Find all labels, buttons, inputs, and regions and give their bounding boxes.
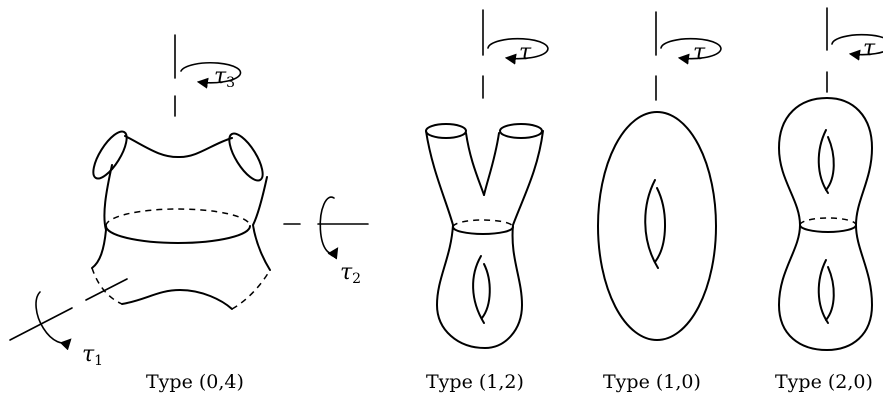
rotation-axis-tau3 (174, 34, 242, 117)
boundary-circle (228, 132, 264, 182)
caption-type-1-2: Type (1,2) (426, 371, 524, 393)
caption-type-1-0: Type (1,0) (603, 371, 701, 393)
tau-label-type-2-0: τ (863, 36, 876, 61)
handle-hole (825, 266, 835, 321)
handle-hole (817, 129, 829, 194)
rotation-arrow (319, 196, 339, 260)
boundary-circle (425, 123, 467, 139)
caption-type-2-0: Type (2,0) (775, 371, 873, 393)
rotation-axis-tau (826, 7, 883, 93)
surface-outline (425, 130, 544, 349)
tau3-label: τ3 (214, 64, 236, 91)
torus-outline (597, 111, 717, 341)
handle-hole (472, 255, 485, 324)
surface-type-2-0 (778, 7, 883, 351)
surface-outline (124, 135, 233, 159)
rotation-axis-tau (482, 9, 549, 99)
tau2-label: τ2 (340, 260, 362, 287)
tau-label-type-1-2: τ (519, 40, 532, 65)
equator-back (105, 208, 251, 227)
surface-type-1-0 (597, 11, 722, 341)
rotation-axis-tau2 (283, 196, 369, 260)
tau-label-type-1-0: τ (693, 40, 706, 65)
handle-hole (817, 259, 829, 324)
equator-front (799, 224, 857, 233)
surface-outline (91, 164, 113, 269)
rotation-axis-tau (655, 11, 722, 101)
rotation-arrow (660, 37, 722, 65)
tau1-label: τ1 (82, 342, 104, 369)
equator-back (799, 217, 857, 226)
rotation-arrow (35, 291, 72, 351)
caption-type-0-4: Type (0,4) (146, 371, 244, 393)
equator-front (105, 225, 251, 244)
equator-back (452, 219, 514, 228)
surface-outline (483, 132, 500, 196)
genus-two-outline (778, 97, 873, 351)
surface-type-1-2 (425, 9, 549, 349)
handle-hole (654, 187, 666, 263)
hidden-boundary (231, 269, 271, 310)
boundary-circle (499, 123, 543, 139)
surface-outline (465, 132, 485, 196)
equator-front (452, 226, 514, 235)
surface-type-0-4 (9, 34, 369, 351)
handle-hole (825, 136, 835, 191)
boundary-circle (92, 130, 128, 180)
surface-outline (252, 176, 271, 271)
axis-line (85, 278, 128, 301)
hidden-boundary (91, 267, 123, 305)
surface-outline (121, 289, 233, 310)
four-holed-sphere (91, 130, 271, 310)
rotation-arrow (831, 33, 883, 61)
handle-hole (481, 263, 491, 319)
handle-hole (644, 179, 659, 269)
rotation-arrow (487, 37, 549, 65)
rotation-axis-tau1 (9, 278, 128, 351)
rotation-arrow (180, 61, 242, 89)
